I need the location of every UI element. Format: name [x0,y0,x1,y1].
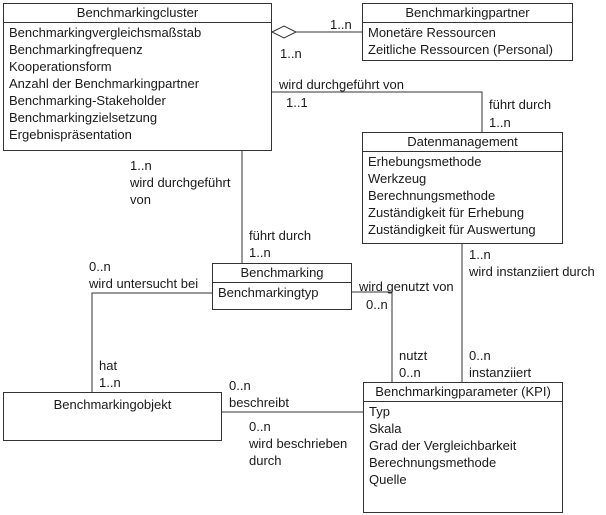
multiplicity-label: 0..n [366,297,388,312]
multiplicity-label: 0..n [89,259,111,274]
role-label: wird durchgeführt von [279,77,405,92]
class-benchmarkingcluster: Benchmarkingcluster Benchmarkingvergleic… [3,3,272,151]
role-label: wird genutzt von [359,279,454,294]
attribute: Berechnungsmethode [369,455,497,470]
role-label: hat [99,358,118,373]
class-name: Benchmarkingcluster [4,4,271,23]
attribute: Kooperationsform [9,59,112,74]
attribute: Berechnungsmethode [368,188,496,203]
attribute: Benchmarking-Stakeholder [9,93,166,108]
role-label: wird beschrieben [249,436,348,451]
attribute: Monetäre Ressourcen [368,25,496,40]
aggregation-diamond-icon [270,25,298,39]
role-label: beschreibt [229,395,289,410]
role-label: durch [249,453,282,468]
class-name: Benchmarkingpartner [363,4,572,23]
role-label: wird instanziiert durch [469,264,595,279]
attribute: Grad der Vergleichbarkeit [369,438,517,453]
multiplicity-label: 0..n [249,419,271,434]
multiplicity-label: 1..n [489,115,511,130]
role-label: instanziiert [469,365,532,380]
class-benchmarkingpartner: Benchmarkingpartner Monetäre Ressourcen … [362,3,573,61]
multiplicity-label: 1..n [130,158,152,173]
attribute: Zuständigkeit für Auswertung [368,222,536,237]
multiplicity-label: 0..n [229,378,251,393]
class-attributes: Benchmarkingtyp [213,283,351,301]
multiplicity-label: 1..n [99,375,121,390]
assoc-benchmarking-kpi [351,291,393,382]
multiplicity-label: 1..1 [286,95,308,110]
multiplicity-label: 1..n [469,247,491,262]
attribute: Skala [369,421,402,436]
role-label: nutzt [399,348,428,363]
attribute: Benchmarkingfrequenz [9,42,143,57]
role-label: führt durch [249,228,312,243]
class-name: Benchmarking [213,264,351,283]
class-benchmarkingobjekt: Benchmarkingobjekt [3,392,222,441]
attribute: Zeitliche Ressourcen (Personal) [368,42,553,57]
class-attributes: Monetäre Ressourcen Zeitliche Ressourcen… [363,23,572,58]
attribute: Ergebnispräsentation [9,127,132,142]
class-datenmanagement: Datenmanagement Erhebungsmethode Werkzeu… [362,132,563,244]
attribute: Benchmarkingzielsetzung [9,110,158,125]
assoc-cluster-datenmanagement [271,91,483,132]
multiplicity-label: 0..n [469,348,491,363]
class-attributes: Typ Skala Grad der Vergleichbarkeit Bere… [364,402,562,488]
assoc-benchmarking-objekt [91,292,212,392]
multiplicity-label: 0..n [399,365,421,380]
role-label: von [130,192,151,207]
attribute: Erhebungsmethode [368,154,482,169]
attribute: Typ [369,404,390,419]
multiplicity-label: 1..n [330,17,352,32]
multiplicity-label: 1..n [249,245,271,260]
class-attributes: Benchmarkingvergleichsmaßstab Benchmarki… [4,23,271,143]
class-benchmarking: Benchmarking Benchmarkingtyp [212,263,352,310]
attribute: Anzahl der Benchmarkingpartner [9,76,200,91]
attribute: Benchmarkingtyp [218,285,319,300]
class-name: Benchmarkingparameter (KPI) [364,383,562,402]
role-label: wird durchgeführt [130,175,231,190]
class-name: Datenmanagement [363,133,562,152]
role-label: wird untersucht bei [89,276,199,291]
attribute: Werkzeug [368,171,427,186]
attribute: Benchmarkingvergleichsmaßstab [9,25,202,40]
multiplicity-label: 1..n [280,46,302,61]
role-label: führt durch [489,97,552,112]
class-benchmarkingparameter-kpi: Benchmarkingparameter (KPI) Typ Skala Gr… [363,382,563,513]
class-attributes: Erhebungsmethode Werkzeug Berechnungsmet… [363,152,562,238]
class-name: Benchmarkingobjekt [53,397,172,412]
attribute: Quelle [369,472,407,487]
attribute: Zuständigkeit für Erhebung [368,205,525,220]
